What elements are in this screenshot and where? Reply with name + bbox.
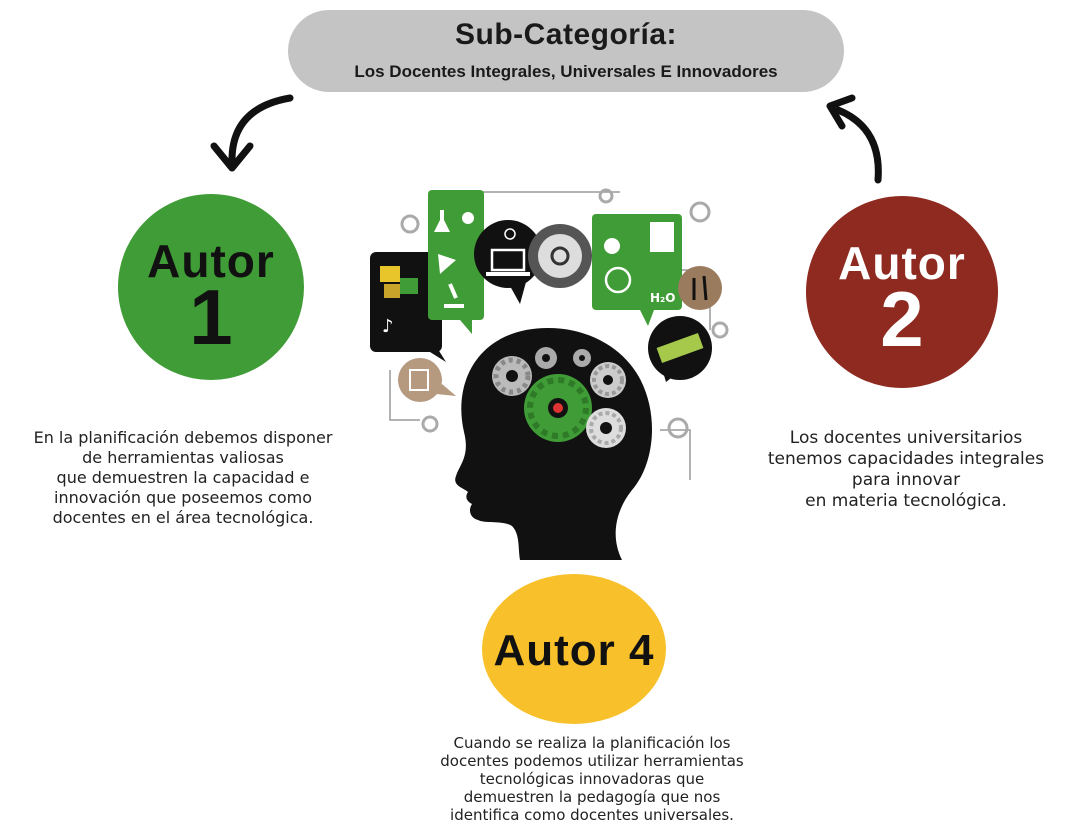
author-4-circle: Autor 4 xyxy=(482,574,666,724)
author-2-label: Autor xyxy=(838,237,966,289)
flask-icon xyxy=(428,190,484,334)
author-1-description: En la planificación debemos disponer de … xyxy=(8,428,358,528)
puzzle-icon: ♪ xyxy=(370,252,446,362)
description-line: tecnológicas innovadoras que xyxy=(479,770,705,788)
subcategory-header: Sub-Categoría: Los Docentes Integrales, … xyxy=(288,10,844,92)
document-icon xyxy=(398,358,456,402)
header-subtitle: Los Docentes Integrales, Universales E I… xyxy=(354,62,778,81)
steering-wheel-icon xyxy=(528,224,592,288)
author-1-label: Autor xyxy=(147,235,275,287)
description-line: En la planificación debemos disponer xyxy=(33,428,333,447)
author-2-number: 2 xyxy=(880,275,924,363)
description-line: en materia tecnológica. xyxy=(805,491,1007,511)
description-line: de herramientas valiosas xyxy=(82,448,284,467)
laptop-icon xyxy=(474,220,542,304)
description-line: para innovar xyxy=(851,470,961,490)
description-line: que demuestren la capacidad e xyxy=(56,468,310,487)
header-title: Sub-Categoría: xyxy=(454,18,677,51)
description-line: docentes en el área tecnológica. xyxy=(52,508,314,527)
author-4-description: Cuando se realiza la planificación los d… xyxy=(404,734,780,824)
author-2-circle: Autor 2 xyxy=(806,196,998,388)
globe-icon: H₂O xyxy=(592,214,682,326)
gear-icon xyxy=(535,347,557,369)
gear-icon xyxy=(400,188,729,439)
author-4-label: Autor 4 xyxy=(493,626,655,675)
circuit-board-icon xyxy=(648,316,712,382)
gear-icon xyxy=(590,362,626,398)
gear-icon xyxy=(524,374,592,442)
author-1-circle: Autor 1 xyxy=(118,194,304,380)
molecule-formula: H₂O xyxy=(650,291,676,305)
description-line: Cuando se realiza la planificación los xyxy=(453,734,731,752)
gear-icon xyxy=(492,356,532,396)
description-line: identifica como docentes universales. xyxy=(450,806,734,824)
description-line: demuestren la pedagogía que nos xyxy=(463,788,721,806)
head-illustration: ♪ H₂O xyxy=(370,188,729,560)
description-line: innovación que poseemos como xyxy=(54,488,312,507)
description-line: docentes podemos utilizar herramientas xyxy=(440,752,744,770)
author-1-number: 1 xyxy=(189,273,233,361)
author-2-description: Los docentes universitarios tenemos capa… xyxy=(728,428,1084,512)
apple-icon xyxy=(678,266,722,310)
gear-icon xyxy=(573,349,591,367)
description-line: tenemos capacidades integrales xyxy=(767,449,1045,469)
gear-icon xyxy=(586,408,626,448)
svg-text:♪: ♪ xyxy=(382,316,394,337)
description-line: Los docentes universitarios xyxy=(789,428,1023,448)
